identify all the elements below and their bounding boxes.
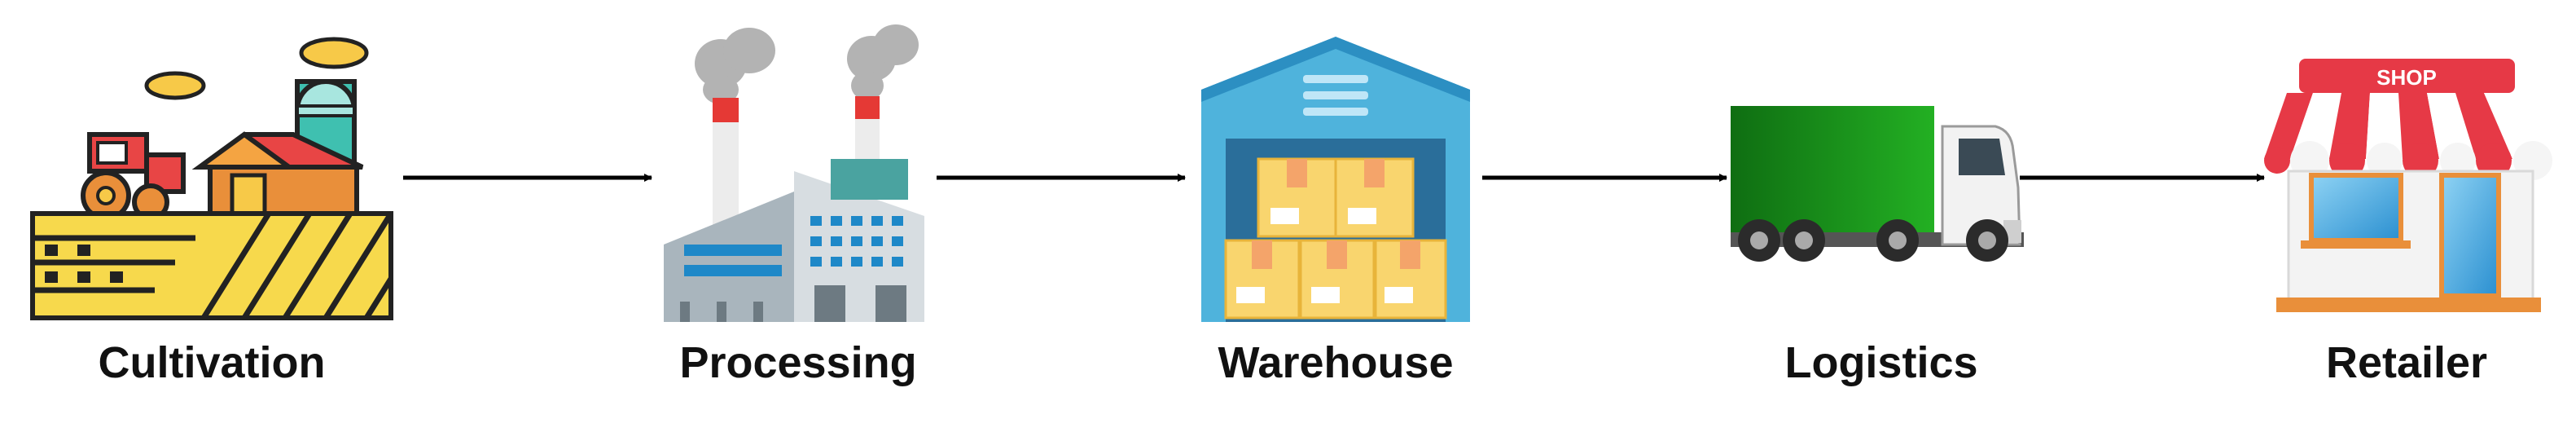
farm-icon <box>30 37 393 320</box>
stage-label-cultivation: Cultivation <box>98 338 326 387</box>
stage-label-processing: Processing <box>679 338 917 387</box>
stage-label-warehouse: Warehouse <box>1218 338 1454 387</box>
warehouse-icon <box>1201 37 1470 322</box>
truck-icon <box>1731 106 2024 262</box>
shop-icon: SHOP <box>2264 59 2553 312</box>
shop-sign-text: SHOP <box>2376 65 2437 90</box>
stage-label-retailer: Retailer <box>2325 338 2488 387</box>
stage-label-logistics: Logistics <box>1784 338 1978 387</box>
factory-icon <box>664 24 924 322</box>
